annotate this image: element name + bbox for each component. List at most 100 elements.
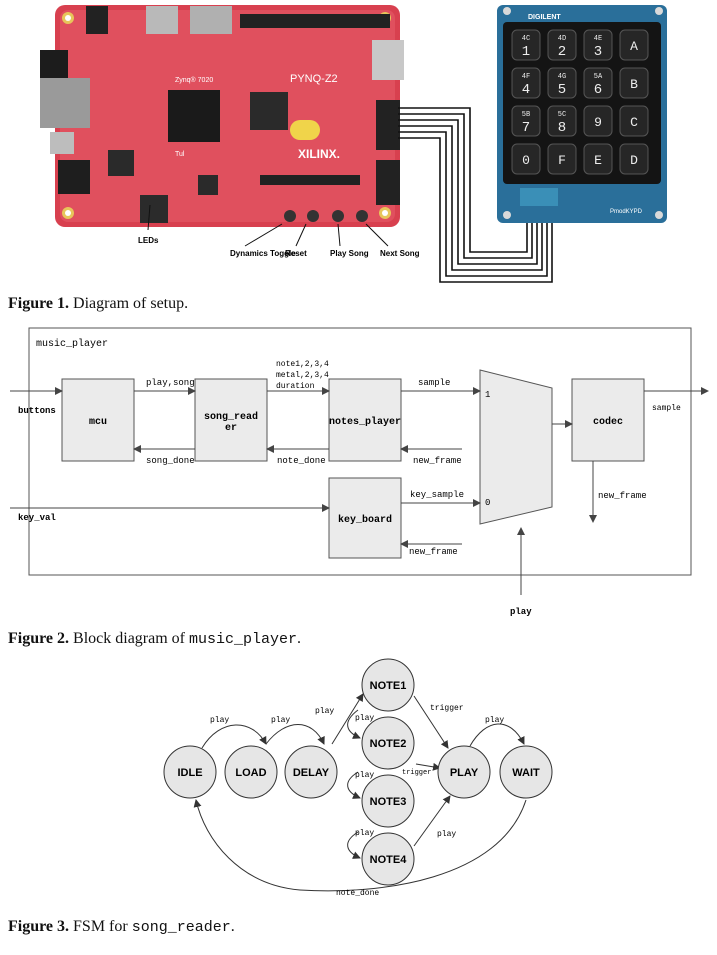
board-brand: XILINX. [298, 147, 340, 161]
keypad-key-label: 4 [522, 82, 530, 98]
keypad-key [511, 105, 541, 137]
setup-diagram: Zynq® 7020 PYNQ-Z2 XILINX. Tul LEDs Dyna… [40, 5, 667, 283]
mcu-block [61, 378, 135, 462]
keypad-key-label: 2 [558, 44, 566, 60]
signal-arrows [10, 387, 709, 595]
keypad-key-sublabel: 4C [522, 35, 530, 43]
figure1-caption: Figure 1. Diagram of setup. [8, 295, 188, 313]
trans-idle-load: play [210, 716, 229, 725]
keypad-key-label: 0 [522, 153, 530, 168]
notes-player-label: notes_player [329, 416, 401, 428]
notes-label-2: metal,2,3,4 [276, 371, 329, 380]
trans-note2-note3: play [355, 771, 374, 780]
keypad-key-label: 3 [594, 44, 602, 60]
keypad-key-label: F [558, 153, 566, 168]
state-wait: WAIT [512, 767, 540, 779]
music-player-label: music_player [36, 338, 108, 350]
callout-leds: LEDs [138, 236, 159, 245]
note-done-label: note_done [277, 456, 326, 466]
keypad-key-label: D [630, 153, 638, 168]
figure1-caption-label: Figure 1. [8, 295, 70, 312]
figure2-caption-label: Figure 2. [8, 630, 70, 647]
keypad-key [619, 143, 649, 175]
key-board-label: key_board [338, 514, 392, 526]
keypad-key [583, 143, 613, 175]
keypad-key [619, 105, 649, 137]
state-note4: NOTE4 [370, 854, 408, 866]
keypad-key-label: B [630, 77, 638, 92]
codec-label: codec [593, 416, 623, 428]
notes-player-block [328, 378, 402, 462]
keypad-model: PmodKYPD [610, 209, 643, 215]
trans-load-delay: play [271, 716, 290, 725]
block-diagram: music_player mcu song_read er notes_play… [10, 327, 709, 617]
fsm-state-labels: IDLE LOAD DELAY NOTE1 NOTE2 NOTE3 NOTE4 … [177, 680, 540, 866]
state-play: PLAY [450, 767, 479, 779]
figure3-caption-code: song_reader [131, 919, 231, 936]
keypad-key [547, 143, 577, 175]
keypad-key [511, 67, 541, 99]
figure3-caption: Figure 3. FSM for song_reader. [8, 918, 235, 936]
sample-out-label: sample [652, 404, 681, 413]
music-player-boundary [28, 327, 692, 576]
keypad-key [547, 105, 577, 137]
figure3-caption-label: Figure 3. [8, 918, 70, 935]
ribbon-cable [398, 107, 553, 283]
trans-note2-play: trigger [402, 769, 431, 777]
song-reader-label-2: er [225, 423, 237, 434]
key-sample-label: key_sample [410, 490, 464, 500]
song-reader-block [194, 378, 268, 462]
keypad-key-label: A [630, 39, 638, 54]
keypad-key-sublabel: 4F [522, 73, 530, 81]
keypad-key [583, 67, 613, 99]
state-delay: DELAY [293, 767, 330, 779]
play-song-label: play,song [146, 378, 195, 388]
figure2-caption-end: . [297, 630, 302, 647]
trans-play-wait: play [485, 716, 504, 725]
keypad-key [583, 29, 613, 61]
state-note3: NOTE3 [370, 796, 407, 808]
keypad-key [511, 29, 541, 61]
callout-play-song: Play Song [330, 249, 369, 258]
notes-label-3: duration [276, 382, 315, 391]
figure3-caption-text: FSM for [69, 918, 132, 935]
state-idle: IDLE [177, 767, 202, 779]
callout-dynamics-toggle: Dynamics Toggle [230, 249, 296, 258]
board-small-text: Tul [175, 151, 185, 158]
state-note1: NOTE1 [370, 680, 407, 692]
figure2-caption-text: Block diagram of [69, 630, 189, 647]
mux [479, 369, 553, 525]
pynq-board: Zynq® 7020 PYNQ-Z2 XILINX. Tul [40, 5, 404, 227]
keypad-key [511, 143, 541, 175]
figure2-caption-code: music_player [189, 631, 298, 648]
mcu-label: mcu [89, 417, 107, 428]
new-frame-codec-label: new_frame [598, 491, 647, 501]
state-note2: NOTE2 [370, 738, 407, 750]
figure3-caption-end: . [230, 918, 235, 935]
fsm-edges [193, 693, 527, 892]
trans-note1-play: trigger [430, 704, 464, 713]
sample-label: sample [418, 378, 450, 388]
keypad-key-label: C [630, 115, 638, 130]
keypad-key-sublabel: 4G [558, 73, 566, 81]
fsm-states [163, 658, 553, 886]
keypad-key-label: 1 [522, 44, 530, 60]
keypad-key [547, 67, 577, 99]
keypad-key-sublabel: 4E [594, 35, 602, 43]
keypad-key [583, 105, 613, 137]
key-val-label: key_val [18, 513, 56, 523]
keypad-key-label: 6 [594, 82, 602, 98]
keypad-key [547, 29, 577, 61]
buttons-label: buttons [18, 406, 56, 416]
keypad-key-sublabel: 4D [558, 35, 566, 43]
board-callouts: LEDs Dynamics Toggle Reset Play Song Nex… [138, 204, 420, 258]
keypad-key-label: 8 [558, 120, 566, 136]
keypad-key [619, 67, 649, 99]
notes-label-1: note1,2,3,4 [276, 360, 329, 369]
trans-note3-note4: play [355, 829, 374, 838]
song-reader-label-1: song_read [204, 411, 258, 423]
keypad-key-sublabel: 5A [594, 73, 603, 81]
